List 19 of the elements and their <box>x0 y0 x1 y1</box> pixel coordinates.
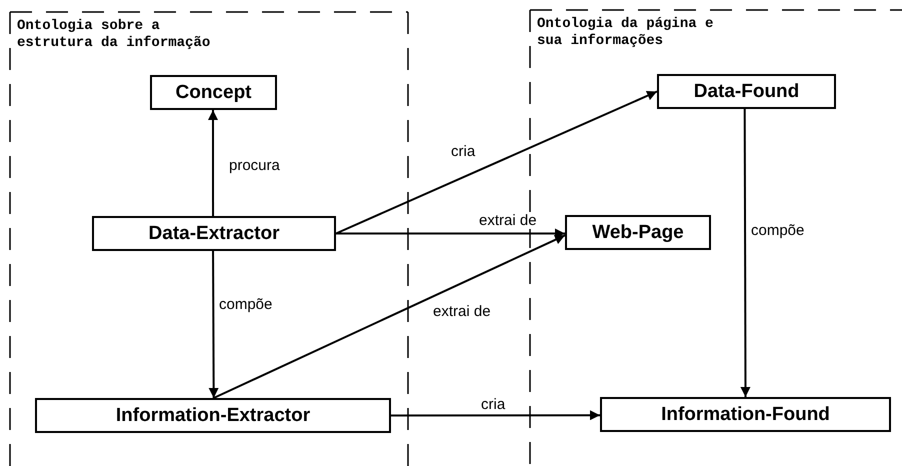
class-box: Information-Found <box>600 397 891 432</box>
region-heading: Ontologia sobre a estrutura da informação <box>17 18 212 52</box>
arrow <box>740 109 750 397</box>
arrow <box>208 110 218 216</box>
edge-label: compõe <box>750 222 806 239</box>
dashed-region <box>10 12 408 466</box>
arrow <box>208 251 219 398</box>
class-box: Data-Extractor <box>92 216 336 251</box>
arrow <box>213 234 566 399</box>
arrow <box>336 90 658 234</box>
edge-label: extrai de <box>478 212 538 229</box>
region-heading: Ontologia da página e sua informações <box>537 16 714 50</box>
class-box: Concept <box>150 75 277 110</box>
class-box: Data-Found <box>657 74 836 109</box>
arrow <box>336 228 565 239</box>
arrow <box>391 410 600 420</box>
edge-label: compõe <box>218 296 274 313</box>
class-box: Web-Page <box>565 215 711 250</box>
class-box: Information-Extractor <box>35 398 391 433</box>
